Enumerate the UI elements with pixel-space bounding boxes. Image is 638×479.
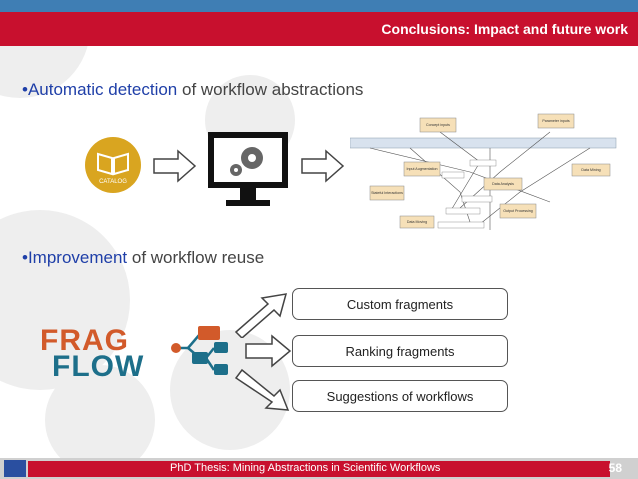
bullet-text: of workflow reuse [127,248,265,267]
diagram-label: Data Analysis [492,182,514,186]
option-ranking-fragments: Ranking fragments [292,335,508,367]
bullet-improvement: •Improvement of workflow reuse [22,248,264,268]
fragflow-logo-graph-icon [171,326,228,375]
slide-title: Conclusions: Impact and future work [381,21,628,37]
option-suggestions-of-workflows: Suggestions of workflows [292,380,508,412]
option-custom-fragments: Custom fragments [292,288,508,320]
top-stripe [0,0,638,12]
bullet-automatic-detection: •Automatic detection of workflow abstrac… [22,80,363,100]
diagram-label: Parameter inputs [542,119,570,123]
computer-gears-icon [208,132,288,206]
right-arrow-icon [301,149,345,183]
right-arrow-icon [153,149,197,183]
right-arrow-icon [234,293,288,338]
fragflow-logo-frag: FRAG [40,324,129,357]
footer-bar [28,461,610,477]
diagram-label: Stateful Interactions [371,191,403,195]
bullet-highlight: •Automatic detection [22,80,178,99]
diagram-label: Data Mining [581,168,600,172]
diagram-label: Output Processing [503,209,533,213]
title-bar: Conclusions: Impact and future work [0,12,638,46]
workflow-diagram: Concept inputs Parameter inputs Input Au… [350,113,617,230]
right-arrow-icon [245,334,292,368]
diagram-label: Concept inputs [426,123,450,127]
footer-text: PhD Thesis: Mining Abstractions in Scien… [170,462,441,474]
diagram-label: Input Augmentation [407,167,438,171]
catalog-icon: CATALOG [85,137,141,193]
catalog-label: CATALOG [99,179,127,185]
page-number: 58 [608,461,622,475]
bullet-text: of workflow abstractions [177,80,364,99]
bullet-highlight: •Improvement [22,248,128,267]
diagram-label: Data Moving [407,220,427,224]
university-logo [4,460,26,477]
right-arrow-icon [234,368,290,411]
fragflow-logo-flow: FLOW [52,350,145,383]
